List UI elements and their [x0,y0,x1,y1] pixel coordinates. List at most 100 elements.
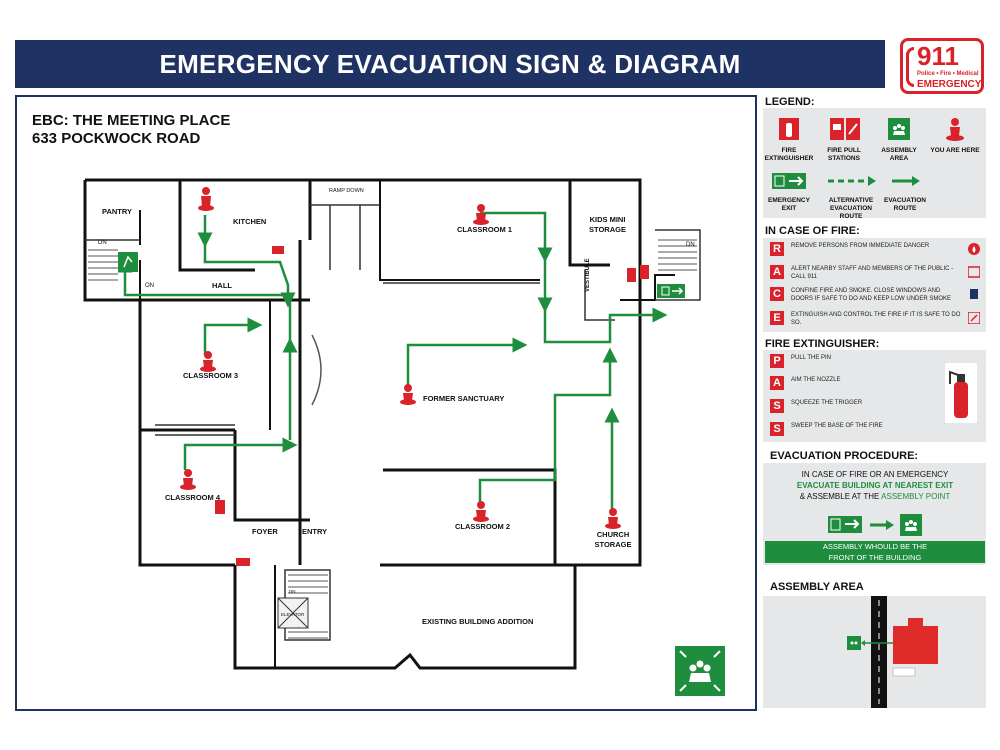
step-letter: A [770,376,784,390]
flame-icon [968,243,980,255]
building-address: 633 POCKWOCK ROAD [32,130,201,147]
legend-item-you-are-here: YOU ARE HERE [928,116,982,155]
badge-services: Police • Fire • Medical [917,71,979,77]
fire-case-panel [763,238,986,332]
confine-icon [970,289,978,299]
you-are-here-markers [180,187,621,529]
legend-label: ASSEMBLY AREA [881,147,917,162]
procedure-line-2: EVACUATE BUILDING AT NEAREST EXIT [796,481,954,490]
procedure-icons [828,514,922,536]
building-name: EBC: THE MEETING PLACE [32,112,231,129]
step-letter: R [770,242,784,256]
step-text: EXTINGUISH AND CONTROL THE FIRE IF IT IS… [791,312,961,326]
step-text: CONFINE FIRE AND SMOKE. CLOSE WINDOWS AN… [791,288,952,302]
step-text: REMOVE PERSONS FROM IMMEDIATE DANGER [791,243,930,249]
stair-dn-label-right: DN [686,242,695,248]
legend-item-evacuation-route: EVACUATION ROUTE [878,170,932,213]
step-text: AIM THE NOZZLE [791,377,841,383]
assembly-area-icon [888,118,910,140]
alternative-route-icon [828,176,876,186]
step-text: ALERT NEARBY STAFF AND MEMBERS OF THE PU… [791,266,954,280]
badge-word: EMERGENCY [917,79,982,90]
page-title: EMERGENCY EVACUATION SIGN & DIAGRAM [159,49,741,79]
fire-extinguisher-large-icon [944,362,978,424]
legend-label: YOU ARE HERE [930,147,980,154]
step-text: PULL THE PIN [791,355,832,361]
room-hall: HALL [212,281,232,290]
legend-label: FIRE EXTINGUISHER [764,147,814,162]
procedure-line-3: & ASSEMBLE AT THE ASSEMBLY POINT [765,491,985,502]
extinguisher-step-s1: S SQUEEZE THE TRIGGER [770,399,940,415]
assembly-notice-line-1: ASSEMBLY WHOULD BE THE [822,542,928,551]
legend-item-fire-extinguisher: FIRE EXTINGUISHER [762,116,816,163]
room-classroom-4: CLASSROOM 4 [165,493,221,502]
room-classroom-3: CLASSROOM 3 [183,371,239,380]
stair-dn-label-bottom: DN [289,589,296,594]
room-classroom-2: CLASSROOM 2 [455,522,511,531]
procedure-line-1: IN CASE OF FIRE OR AN EMERGENCY [801,470,949,479]
fire-step-r: R REMOVE PERSONS FROM IMMEDIATE DANGER [770,242,984,258]
extinguisher-step-a: A AIM THE NOZZLE [770,376,940,392]
extinguisher-step-p: P PULL THE PIN [770,354,940,370]
room-foyer: FOYER [252,527,278,536]
step-letter: A [770,265,784,279]
building-walls [83,178,675,670]
step-text: SWEEP THE BASE OF THE FIRE [791,423,883,429]
assembly-point-text: ASSEMBLY POINT [881,492,951,501]
sanctuary-apse [311,334,322,406]
stair-on-label: ON [145,283,154,289]
legend-item-emergency-exit: EMERGENCY EXIT [762,170,816,213]
emergency-exit-signs [118,252,685,298]
legend-label: EVACUATION ROUTE [883,197,926,212]
stair-dn-label-left: DN [98,240,107,246]
legend-item-assembly-area: ASSEMBLY AREA [872,116,926,163]
room-classroom-1: CLASSROOM 1 [457,225,513,234]
room-vestibule: VESTIBULE [585,258,591,292]
assembly-area-icon-large [675,646,725,696]
assembly-area-map [847,596,938,708]
elevator-label: ELEVATOR [281,612,305,617]
legend-label: EMERGENCY EXIT [768,197,810,212]
stairs [88,239,697,639]
room-pantry: PANTRY [102,207,132,216]
call-911-icon [968,266,980,278]
fire-extinguisher-icon [779,118,799,140]
procedure-line-3-text: & ASSEMBLE AT THE [799,492,882,501]
evacuation-routes [117,211,668,510]
fire-equipment [215,246,649,566]
extinguisher-title: FIRE EXTINGUISHER: [765,338,880,350]
room-kids-mini-storage: KIDS MINI STORAGE [589,215,626,234]
step-letter: E [770,311,784,325]
step-letter: S [770,399,784,413]
fire-pull-station-icon [830,118,860,140]
you-are-here-icon [946,118,964,141]
assembly-area-title: ASSEMBLY AREA [770,581,864,593]
extinguisher-step-s2: S SWEEP THE BASE OF THE FIRE [770,422,940,438]
fire-case-title: IN CASE OF FIRE: [765,225,860,237]
title-banner: EMERGENCY EVACUATION SIGN & DIAGRAM [15,40,885,88]
room-kitchen: KITCHEN [233,217,267,226]
badge-number: 911 [917,41,959,71]
evacuation-route-icon [892,176,920,186]
step-letter: P [770,354,784,368]
emergency-exit-icon [772,173,806,189]
fire-step-c: C CONFINE FIRE AND SMOKE. CLOSE WINDOWS … [770,287,984,303]
step-letter: S [770,422,784,436]
legend-label: FIRE PULL STATIONS [827,147,861,162]
procedure-title: EVACUATION PROCEDURE: [770,450,919,462]
legend-item-alternative-route: ALTERNATIVE EVACUATION ROUTE [818,170,884,221]
fire-step-e: E EXTINGUISH AND CONTROL THE FIRE IF IT … [770,311,984,327]
legend-panel [763,108,986,218]
inner-walls [85,204,701,641]
legend-title: LEGEND: [765,96,815,108]
legend-label: ALTERNATIVE EVACUATION ROUTE [828,197,874,220]
step-letter: C [770,287,784,301]
legend-item-fire-pull-station: FIRE PULL STATIONS [817,116,871,163]
phone-receiver-icon [906,47,914,87]
emergency-911-badge: 911 Police • Fire • Medical EMERGENCY [900,38,984,94]
assembly-notice-bar: ASSEMBLY WHOULD BE THE FRONT OF THE BUIL… [765,541,985,563]
elevator [277,597,309,629]
room-entry: ENTRY [302,527,328,536]
room-former-sanctuary: FORMER SANCTUARY [423,394,505,403]
